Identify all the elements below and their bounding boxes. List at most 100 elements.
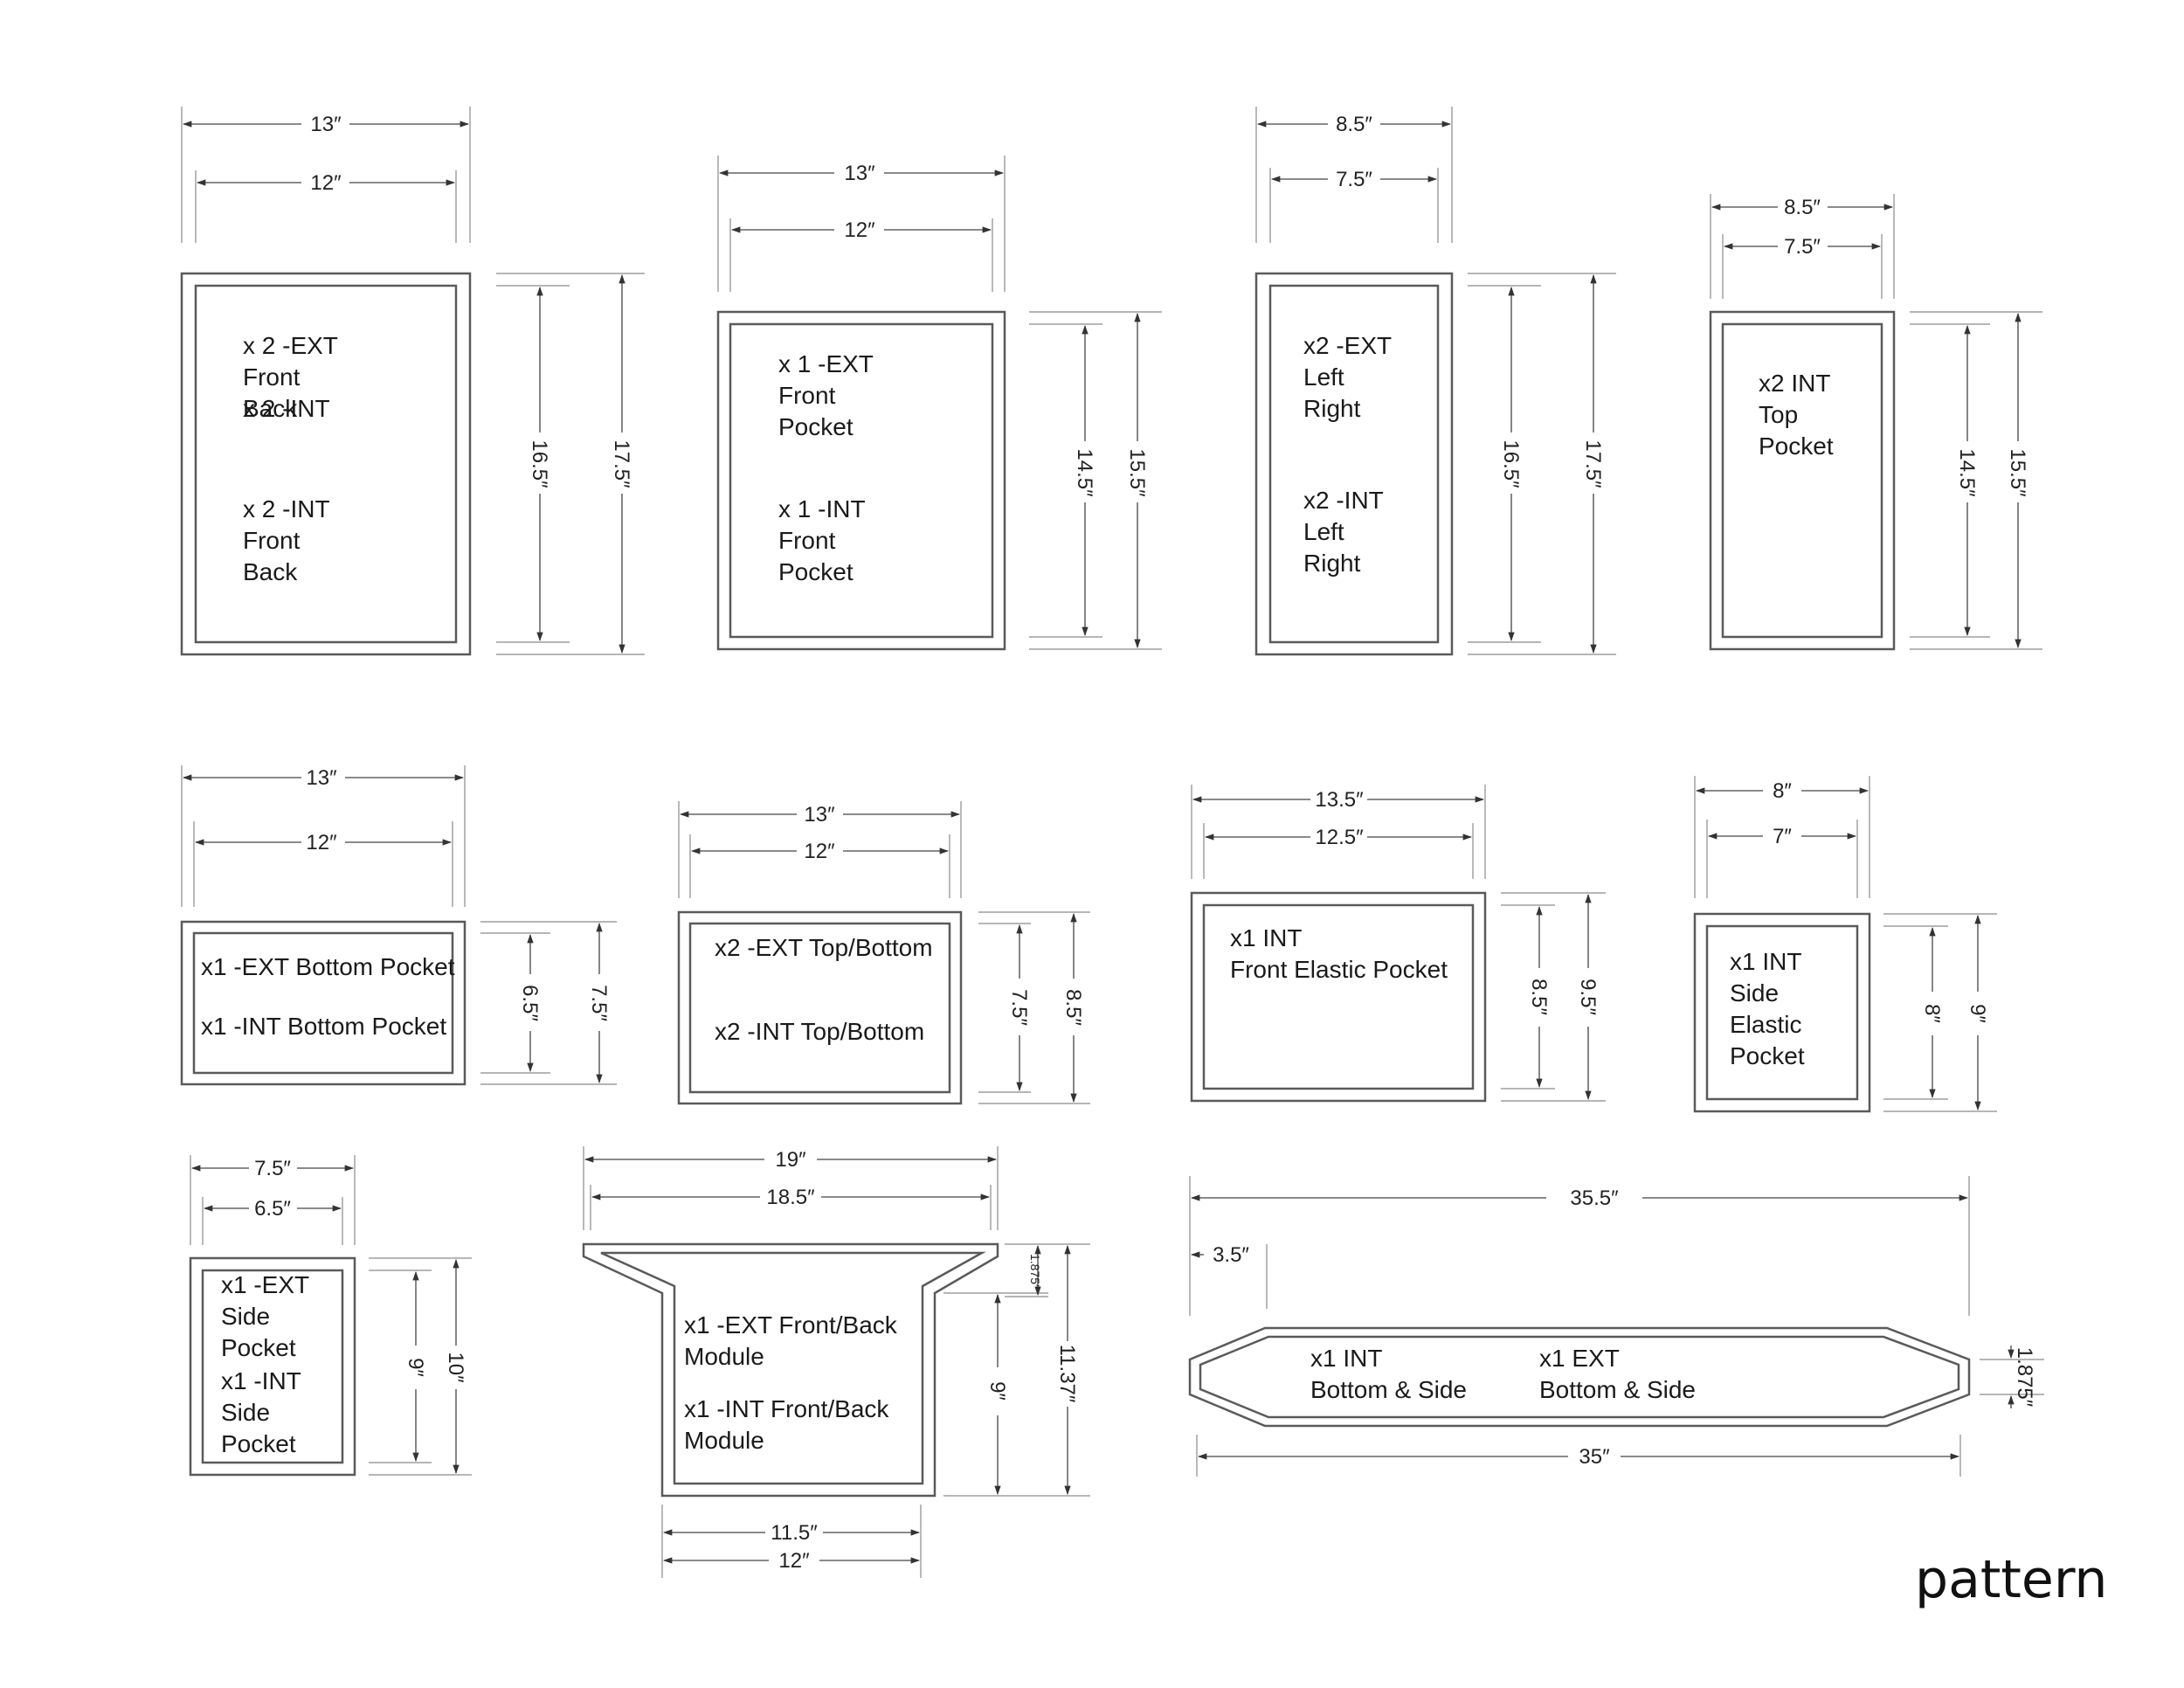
dim-outer-height-label: 7.5″ (587, 985, 611, 1021)
inner-outline (1705, 924, 1859, 1101)
dim-outer-width-label: 13″ (844, 162, 875, 185)
dim-inner-height-label: 7.5″ (1007, 989, 1031, 1026)
outer-outline (582, 1242, 999, 1498)
outer-outline (1254, 272, 1454, 656)
dim-outer-height-label: 15.5″ (2006, 448, 2029, 497)
dim-inner-height-label: 8.5″ (1527, 979, 1551, 1015)
dim-inner-width-label: 18.5″ (766, 1186, 815, 1209)
dim-height-label: 1.875″ (2013, 1347, 2036, 1408)
piece-label: x1 -EXT Front/Back Module (684, 1311, 904, 1370)
dim-bottom-inner-label: 11.5″ (771, 1521, 818, 1545)
piece-label-int: x2 -INT Top/Bottom (715, 1018, 924, 1045)
piece-label-int: x 2 -INT Front Back (243, 495, 336, 585)
outer-outline (189, 1256, 356, 1477)
outer-outline (1188, 1326, 1971, 1428)
dim-inner-width-label: 7.5″ (1336, 168, 1372, 191)
piece-top-pocket: x2 INT Top Pocket 8.5″ 7.5″ 14.5″ 15.5″ (1709, 194, 2042, 651)
outer-outline (716, 310, 1006, 651)
dim-outer-height-label: 15.5″ (1125, 448, 1149, 497)
piece-label: x2 -EXT Left Right (1303, 332, 1398, 422)
dim-outer-width-label: 13″ (306, 766, 337, 790)
inner-outline (194, 284, 458, 644)
piece-label: x1 -EXT Bottom Pocket (201, 953, 455, 980)
dim-outer-height-label: 10″ (444, 1352, 467, 1383)
inner-outline (1721, 322, 1883, 639)
dim-inner-height-label: 16.5″ (1499, 439, 1523, 488)
dim-inner-height-label: 14.5″ (1073, 448, 1096, 497)
dim-outer-width-label: 13″ (310, 113, 342, 136)
dim-outer-height-label: 17.5″ (1581, 439, 1605, 488)
piece-bottom-pocket: x1 -EXT Bottom Pocket x1 -INT Bottom Poc… (180, 765, 617, 1086)
piece-label: x2 INT Top Pocket (1759, 370, 1837, 460)
dim-outer-height-label: 9.5″ (1576, 979, 1600, 1015)
dim-inner-width-label: 12.5″ (1315, 826, 1364, 849)
dim-inner-height-label: 6.5″ (518, 985, 542, 1021)
inner-outline (600, 1251, 986, 1485)
dim-outer-height-label: 11.37″ (1055, 1345, 1079, 1403)
dim-outer-length-label: 35.5″ (1570, 1186, 1619, 1210)
dim-outer-height-label: 17.5″ (610, 439, 633, 488)
outer-outline (677, 910, 963, 1105)
dim-outer-width-label: 7.5″ (254, 1157, 291, 1180)
dim-flange-label: 1.875″ (1028, 1254, 1042, 1289)
dim-outer-width-label: 8.5″ (1784, 196, 1821, 219)
inner-outline (201, 1269, 344, 1464)
dim-outer-width-label: 13″ (804, 803, 835, 827)
piece-front-elastic-pocket: x1 INT Front Elastic Pocket 13.5″ 12.5″ … (1190, 785, 1606, 1103)
piece-top-bottom: x2 -EXT Top/Bottom x2 -INT Top/Bottom 13… (677, 801, 1090, 1105)
piece-label: x 1 -EXT Front Pocket (778, 350, 880, 440)
piece-label-int: x1 -INT Bottom Pocket (201, 1013, 446, 1040)
piece-front-back-module: x1 -EXT Front/Back Module x1 -INT Front/… (582, 1146, 1090, 1578)
outer-outline (180, 272, 472, 656)
piece-left-right: x2 -EXT Left Right x2 -INT Left Right 8.… (1254, 107, 1616, 656)
inner-outline (688, 922, 951, 1094)
piece-front-back: x 2 -EXT Front Back x 2 -INT x 2 -INT Fr… (180, 107, 645, 656)
dim-inner-width-label: 12″ (804, 840, 835, 863)
piece-side-pocket: x1 -EXT Side Pocket x1 -INT Side Pocket … (189, 1155, 472, 1477)
dim-outer-width-label: 13.5″ (1315, 788, 1364, 812)
piece-label: x2 -EXT Top/Bottom (715, 934, 933, 961)
piece-label-ext: x1 EXT Bottom & Side (1539, 1345, 1696, 1403)
piece-label-int: x2 -INT Left Right (1303, 487, 1390, 577)
outer-outline (1693, 912, 1871, 1113)
dim-outer-height-label: 9″ (1966, 1004, 1989, 1023)
piece-side-elastic-pocket: x1 INT Side Elastic Pocket 8″ 7″ 8″ 9″ (1693, 776, 1997, 1113)
dim-outer-width-label: 19″ (775, 1148, 806, 1172)
inner-outline (729, 322, 994, 639)
inner-outline (1199, 1335, 1960, 1419)
dim-inner-height-label: 16.5″ (528, 439, 551, 488)
dim-bottom-outer-label: 12″ (778, 1549, 810, 1573)
piece-bottom-side-strip: x1 INT Bottom & Side x1 EXT Bottom & Sid… (1188, 1176, 2044, 1477)
dim-inner-width-label: 7.5″ (1784, 235, 1821, 259)
dim-inner-width-label: 12″ (844, 218, 875, 242)
piece-label-int: x 1 -INT Front Pocket (778, 495, 872, 585)
dim-outer-width-label: 8.5″ (1336, 113, 1372, 136)
page-title: pattern (1915, 1549, 2107, 1610)
piece-label: x1 INT Front Elastic Pocket (1230, 924, 1448, 983)
piece-label: x1 -EXT Side Pocket x1 -INT Side Pocket (221, 1271, 315, 1457)
inner-outline (1268, 284, 1440, 644)
dim-outer-width-label: 8″ (1773, 779, 1792, 803)
dim-inner-length-label: 35″ (1579, 1445, 1610, 1469)
outer-outline (1190, 891, 1487, 1103)
dim-taper-label: 3.5″ (1213, 1243, 1249, 1267)
piece-label-int: x1 -INT Front/Back Module (684, 1395, 895, 1454)
outer-outline (1709, 310, 1896, 651)
dim-inner-width-label: 12″ (310, 171, 342, 195)
dim-inner-width-label: 6.5″ (254, 1197, 291, 1221)
dim-inner-width-label: 12″ (306, 831, 337, 854)
dim-inner-height-label: 9″ (404, 1358, 427, 1377)
dim-body-height-label: 9″ (985, 1381, 1009, 1401)
inner-outline (1202, 903, 1475, 1090)
piece-front-pocket: x 1 -EXT Front Pocket x 1 -INT Front Poc… (716, 156, 1162, 651)
piece-label: x1 INT Side Elastic Pocket (1730, 948, 1808, 1069)
dim-outer-height-label: 8.5″ (1061, 989, 1085, 1026)
piece-label: x 2 -EXT Front Back x 2 -INT (243, 332, 344, 422)
dim-inner-width-label: 7″ (1773, 825, 1792, 848)
piece-label-int: x1 INT Bottom & Side (1310, 1345, 1467, 1403)
dim-inner-height-label: 14.5″ (1955, 448, 1979, 497)
dim-inner-height-label: 8″ (1920, 1004, 1944, 1023)
inner-outline (192, 931, 454, 1075)
outer-outline (180, 920, 467, 1086)
